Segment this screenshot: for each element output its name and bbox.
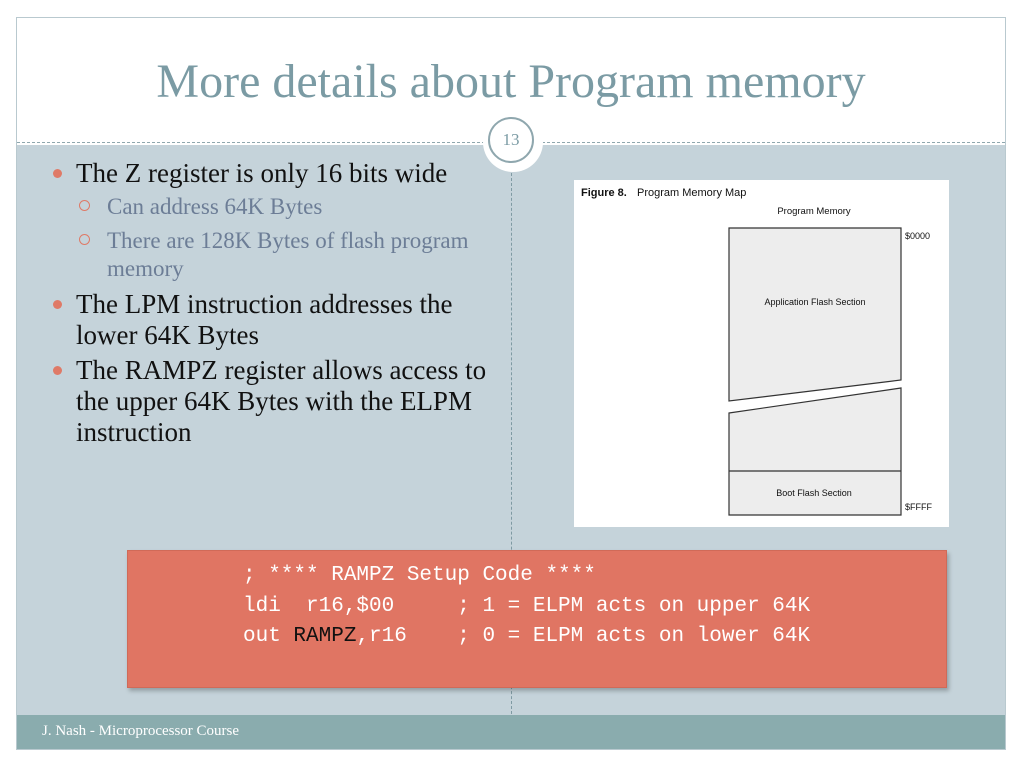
slide-number: 13	[488, 117, 534, 163]
code-line-3-suffix: ,r16 ; 0 = ELPM acts on lower 64K	[356, 625, 811, 648]
boot-section-label: Boot Flash Section	[776, 488, 852, 498]
bullet-item: The RAMPZ register allows access to the …	[47, 355, 492, 448]
code-rampz-token: RAMPZ	[293, 625, 357, 648]
bullet-dot-icon	[53, 300, 62, 309]
bullet-text: The Z register is only 16 bits wide	[76, 158, 448, 188]
bullet-text: The LPM instruction addresses the lower …	[76, 289, 453, 350]
sub-bullet-text: There are 128K Bytes of flash program me…	[107, 228, 469, 281]
bullet-ring-icon	[79, 200, 90, 211]
slide-title: More details about Program memory	[156, 55, 866, 108]
footer-text: J. Nash - Microprocessor Course	[42, 723, 240, 739]
bullet-dot-icon	[53, 169, 62, 178]
program-memory-map-figure: Figure 8. Program Memory Map Program Mem…	[574, 180, 949, 527]
sub-bullet-item: There are 128K Bytes of flash program me…	[47, 227, 492, 283]
sub-bullet-item: Can address 64K Bytes	[47, 193, 492, 221]
code-box: ; **** RAMPZ Setup Code **** ldi r16,$00 …	[127, 550, 947, 688]
figure-caption-label: Figure 8.	[581, 187, 627, 199]
bullet-item: The LPM instruction addresses the lower …	[47, 289, 492, 351]
bullet-list: The Z register is only 16 bits wide Can …	[47, 158, 492, 452]
slide: More details about Program memory 13 The…	[16, 17, 1006, 750]
lower-flash-block	[728, 387, 902, 516]
code-line-3: out RAMPZ,r16 ; 0 = ELPM acts on lower 6…	[243, 622, 810, 653]
sub-bullet-text: Can address 64K Bytes	[107, 194, 323, 219]
bullet-item: The Z register is only 16 bits wide	[47, 158, 492, 189]
application-section-label: Application Flash Section	[764, 297, 865, 307]
column-divider	[511, 173, 512, 719]
bullet-dot-icon	[53, 366, 62, 375]
code-line-3-prefix: out	[243, 625, 294, 648]
bullet-text: The RAMPZ register allows access to the …	[76, 355, 487, 447]
figure-caption: Program Memory Map	[637, 187, 746, 199]
end-address: $FFFF	[905, 502, 932, 512]
code-block: ; **** RAMPZ Setup Code **** ldi r16,$00 …	[243, 561, 810, 653]
bullet-ring-icon	[79, 234, 90, 245]
code-line-1: ; **** RAMPZ Setup Code ****	[243, 564, 596, 587]
memory-header: Program Memory	[777, 206, 851, 217]
application-flash-block	[728, 227, 902, 402]
code-line-2: ldi r16,$00 ; 1 = ELPM acts on upper 64K	[243, 594, 811, 618]
slide-footer: J. Nash - Microprocessor Course	[17, 715, 1005, 749]
start-address: $0000	[905, 231, 930, 241]
memory-map-diagram: Figure 8. Program Memory Map Program Mem…	[581, 187, 932, 516]
